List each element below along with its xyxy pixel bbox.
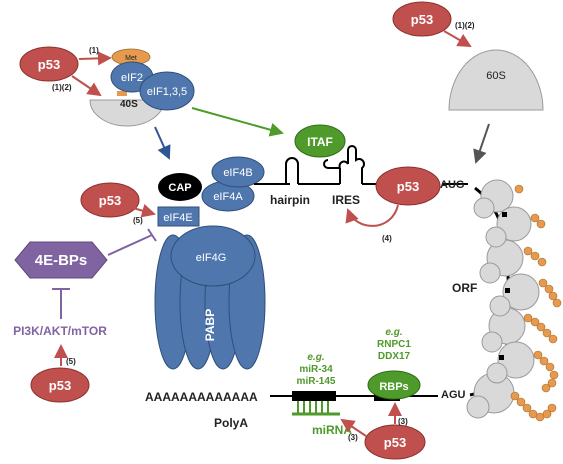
label-met: Met — [125, 55, 137, 62]
svg-text:p53: p53 — [384, 435, 406, 450]
ref-1-top: (1) — [89, 46, 99, 55]
hairpin-structure — [285, 157, 299, 184]
label-eif135: eIF1,3,5 — [147, 86, 187, 98]
label-polya: PolyA — [214, 416, 248, 430]
ribosome — [497, 341, 535, 379]
arrow-p53-to-60s — [443, 30, 472, 47]
svg-text:p53: p53 — [99, 193, 121, 208]
eif4f-complex: PABP eIF4G eIF4E eIF4A eIF4B CAP — [154, 156, 266, 370]
label-aug: AUG — [440, 179, 464, 191]
ref-5-eif4e: (5) — [133, 216, 143, 225]
cap-shape — [158, 173, 202, 201]
label-polya-sequence: AAAAAAAAAAAAA — [145, 390, 258, 404]
mirna-target-site — [292, 391, 336, 401]
4ebps-shape — [14, 241, 108, 279]
arrow-p53-to-ires — [345, 204, 399, 227]
ref-12-right: (1)(2) — [455, 21, 475, 30]
arrow-p53-to-mirna — [340, 418, 367, 437]
svg-text:p53: p53 — [38, 57, 60, 72]
label-rbps-eg: e.g. — [385, 327, 402, 338]
mrna-5utr — [254, 145, 468, 185]
label-ires: IRES — [332, 193, 360, 207]
label-eif4a: eIF4A — [213, 191, 243, 203]
label-pabp: PABP — [203, 309, 217, 341]
label-rnpc1: RNPC1 — [377, 339, 411, 350]
ires-structure — [323, 145, 365, 184]
eif135-shape — [139, 71, 195, 111]
ref-3-mirna: (3) — [348, 433, 358, 442]
p53-node-ires: p53 — [375, 166, 441, 206]
arrow-p53-to-40s — [71, 75, 102, 97]
ribosome-60s-shape — [448, 49, 544, 111]
p53-node-top-right: p53 — [392, 1, 452, 37]
preinitiation-complex: 40S Met eIF2 eIF1,3,5 — [89, 48, 195, 127]
label-eif2: eIF2 — [121, 72, 143, 84]
trna-mark — [117, 91, 127, 96]
label-eif4b: eIF4B — [223, 167, 252, 179]
arrow-p53-to-eif4e — [132, 203, 156, 218]
label-mir34: miR-34 — [299, 364, 333, 375]
label-40s: 40S — [120, 99, 138, 110]
arrow-40s-to-cap — [154, 126, 171, 160]
arrow-60s-to-mrna — [473, 123, 490, 164]
ref-4: (4) — [382, 234, 392, 243]
ribosome — [502, 273, 540, 311]
label-4ebps: 4E-BPs — [35, 252, 88, 269]
svg-text:p53: p53 — [49, 378, 71, 393]
label-eif4g: eIF4G — [196, 252, 227, 264]
label-agu: AGU — [441, 389, 466, 401]
p53-node-bottom-center: p53 — [364, 424, 426, 460]
svg-text:p53: p53 — [397, 179, 419, 194]
eif4e-shape — [157, 206, 200, 227]
p53-node-bottom-left: p53 — [30, 367, 90, 403]
arrow-to-itaf — [191, 107, 284, 137]
label-mirna: miRNA — [312, 423, 352, 437]
p53-node-top-left: p53 — [19, 46, 79, 82]
itaf-shape — [294, 124, 346, 158]
label-mir145: miR-145 — [297, 376, 336, 387]
label-cap: CAP — [168, 182, 191, 194]
label-rbps: RBPs — [379, 381, 408, 393]
label-itaf: ITAF — [307, 135, 333, 149]
ref-3-rbps: (3) — [398, 417, 408, 426]
ref-5-pi3k: (5) — [66, 357, 76, 366]
rbps-shape — [367, 370, 421, 400]
label-hairpin: hairpin — [270, 193, 310, 207]
label-ddx17: DDX17 — [378, 351, 411, 362]
label-eif4e: eIF4E — [163, 212, 192, 224]
arrow-p53-to-met — [78, 51, 112, 66]
polysome — [466, 179, 562, 422]
p53-node-eif4e: p53 — [80, 182, 140, 218]
svg-text:p53: p53 — [411, 12, 433, 27]
eif4b-shape — [211, 156, 265, 188]
label-pi3k-akt-mtor: PI3K/AKT/mTOR — [13, 324, 107, 338]
eif4g-shape — [170, 225, 256, 287]
nascent-peptides — [510, 184, 562, 422]
mirna-binding — [292, 391, 340, 416]
label-mirna-eg: e.g. — [307, 352, 324, 363]
ref-12-left: (1)(2) — [52, 83, 72, 92]
inhibit-4ebps-to-eif4e — [107, 234, 153, 256]
label-60s: 60S — [486, 70, 506, 82]
label-orf: ORF — [452, 281, 477, 295]
